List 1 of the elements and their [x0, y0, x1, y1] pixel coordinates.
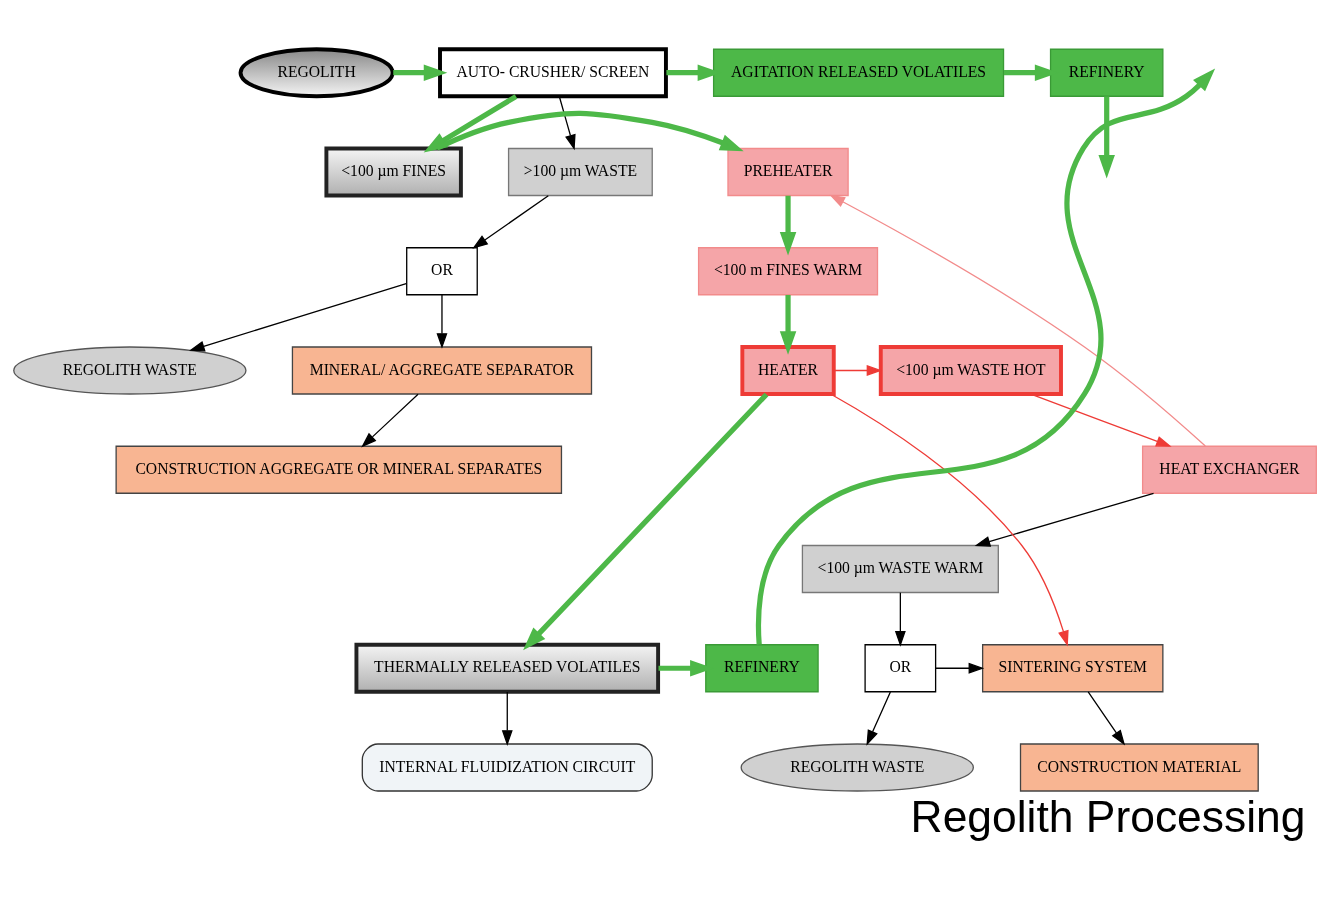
caption: Regolith Processing: [910, 791, 1306, 841]
